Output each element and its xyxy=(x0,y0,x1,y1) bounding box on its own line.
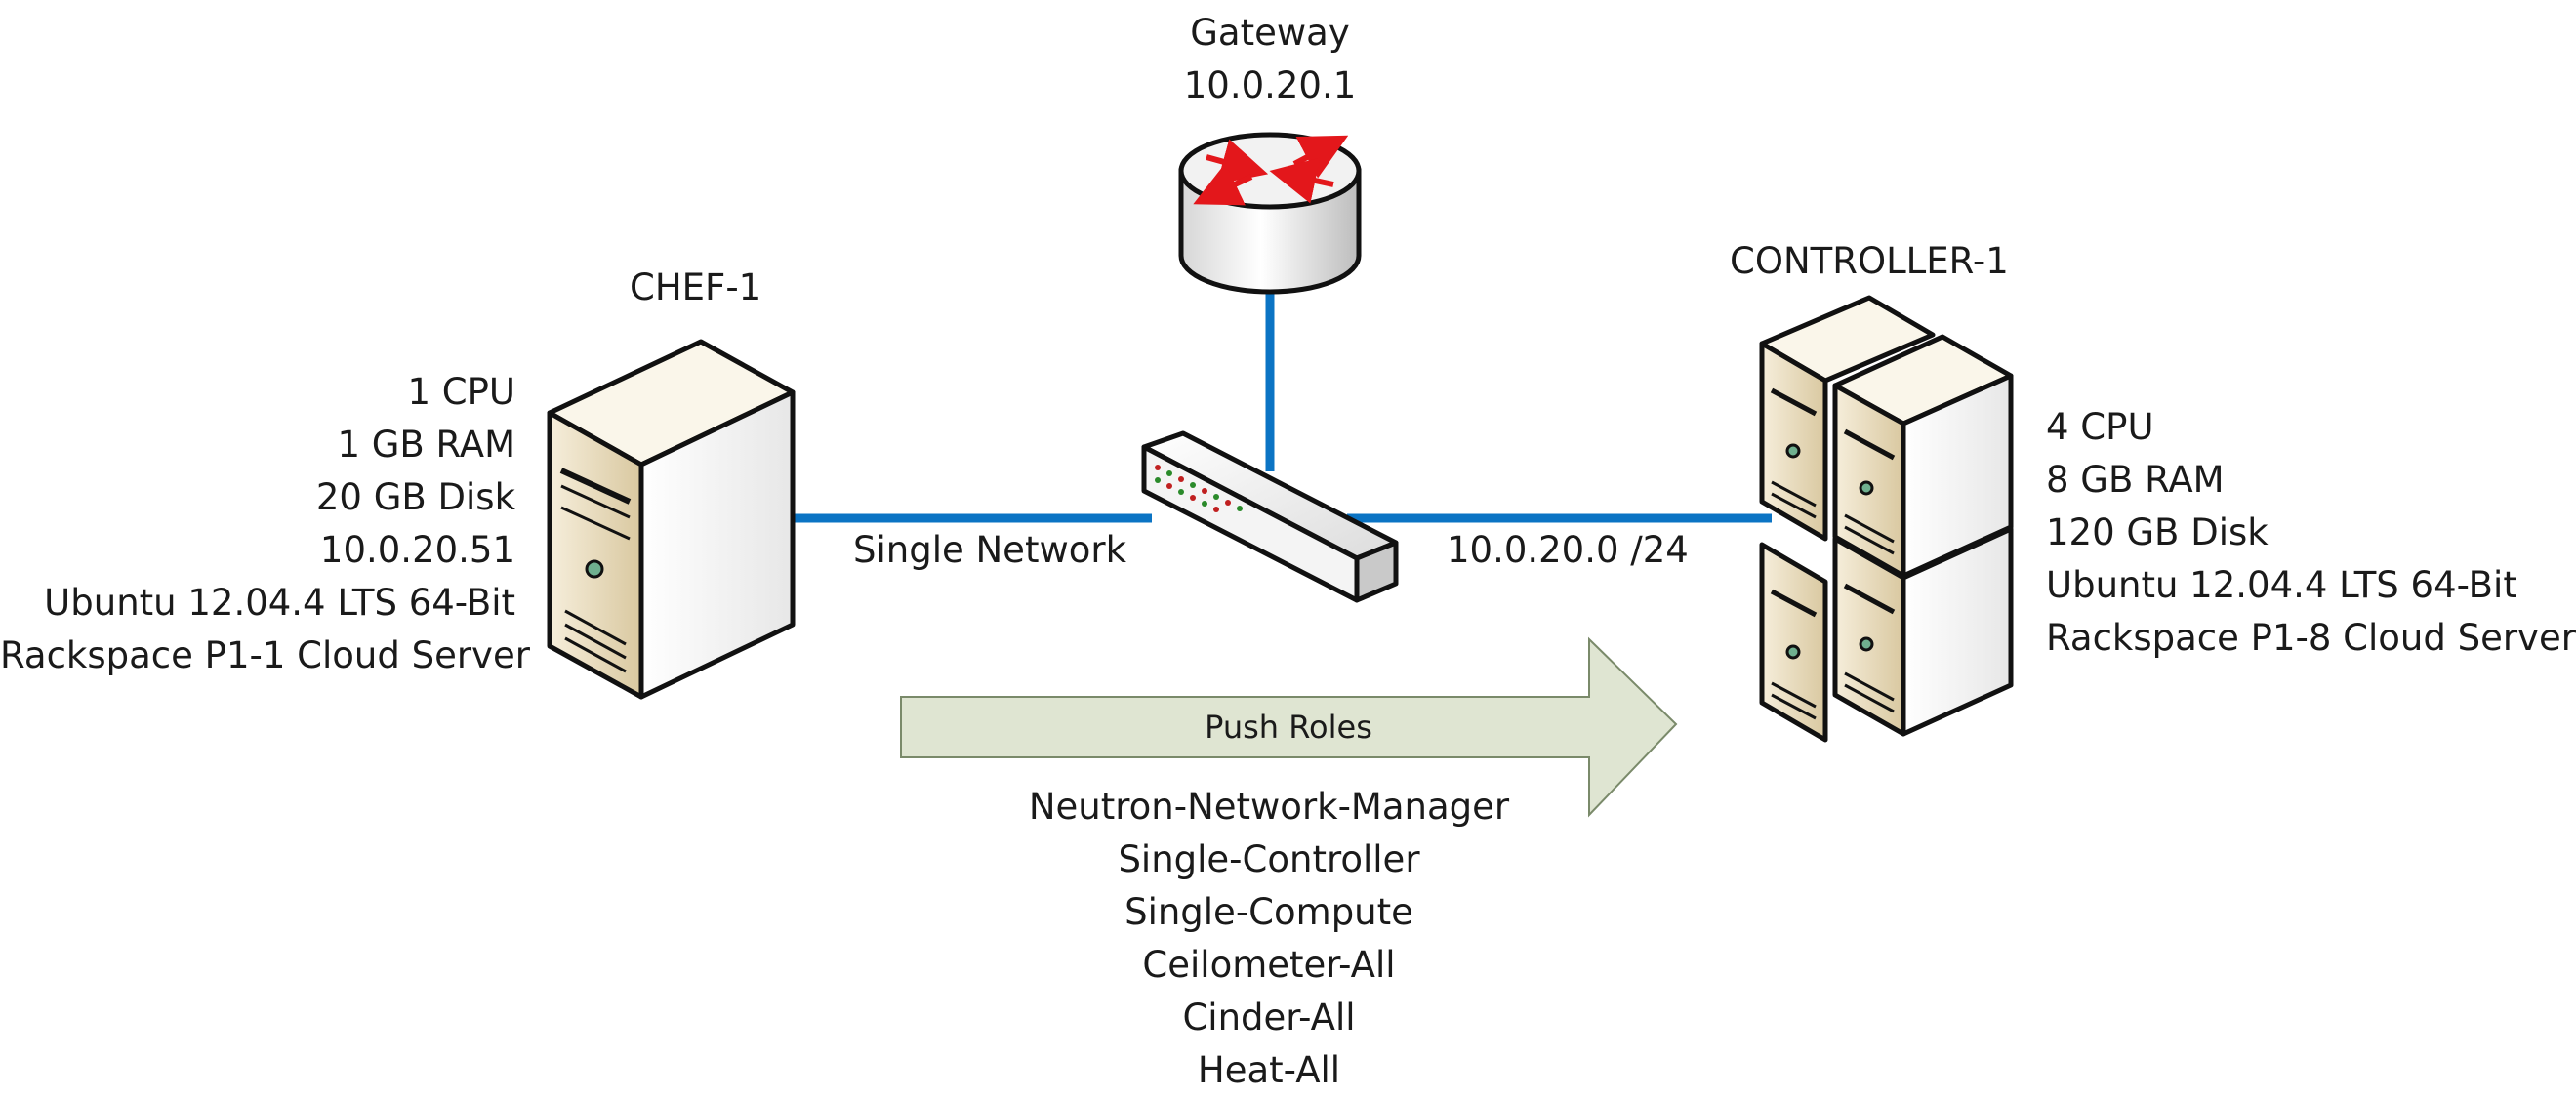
gateway-name: Gateway xyxy=(1190,12,1350,54)
controller-spec-os: Ubuntu 12.04.4 LTS 64-Bit xyxy=(2046,564,2517,606)
chef-spec-server: Rackspace P1-1 Cloud Server xyxy=(0,634,530,676)
controller-spec-disk: 120 GB Disk xyxy=(2046,511,2269,553)
server-cluster-icon xyxy=(1759,295,2014,743)
role-item: Heat-All xyxy=(1197,1049,1341,1091)
gateway-label: Gateway 10.0.20.1 xyxy=(1124,7,1416,112)
chef-spec-ip: 10.0.20.51 xyxy=(319,529,515,571)
role-item: Neutron-Network-Manager xyxy=(1028,786,1510,828)
role-item: Ceilometer-All xyxy=(1142,944,1396,986)
push-roles-label: Push Roles xyxy=(1205,709,1372,746)
network-subnet: 10.0.20.0 /24 xyxy=(1447,529,1689,571)
role-item: Single-Compute xyxy=(1124,891,1413,933)
router-icon xyxy=(1178,132,1362,295)
network-name: Single Network xyxy=(853,529,1126,571)
switch-icon xyxy=(1141,430,1399,603)
chef-specs: 1 CPU 1 GB RAM 20 GB Disk 10.0.20.51 Ubu… xyxy=(0,366,530,682)
network-links xyxy=(793,293,1772,523)
controller-name: CONTROLLER-1 xyxy=(1730,240,2009,282)
gateway-ip: 10.0.20.1 xyxy=(1183,64,1357,106)
switch-port-leds xyxy=(1155,465,1243,512)
role-item: Single-Controller xyxy=(1118,838,1420,880)
chef-spec-disk: 20 GB Disk xyxy=(315,476,515,518)
controller-spec-cpu: 4 CPU xyxy=(2046,406,2154,448)
controller-spec-server: Rackspace P1-8 Cloud Server xyxy=(2046,617,2576,659)
role-item: Cinder-All xyxy=(1182,996,1356,1038)
controller-specs: 4 CPU 8 GB RAM 120 GB Disk Ubuntu 12.04.… xyxy=(2046,401,2576,665)
chef-spec-ram: 1 GB RAM xyxy=(337,424,515,466)
controller-spec-ram: 8 GB RAM xyxy=(2046,459,2225,501)
push-roles-list: Neutron-Network-Manager Single-Controlle… xyxy=(976,781,1562,1097)
push-roles-arrow xyxy=(900,636,1678,818)
chef-name: CHEF-1 xyxy=(630,266,762,308)
chef-spec-os: Ubuntu 12.04.4 LTS 64-Bit xyxy=(44,582,515,624)
tower-server-icon xyxy=(547,339,796,700)
chef-spec-cpu: 1 CPU xyxy=(407,371,515,413)
